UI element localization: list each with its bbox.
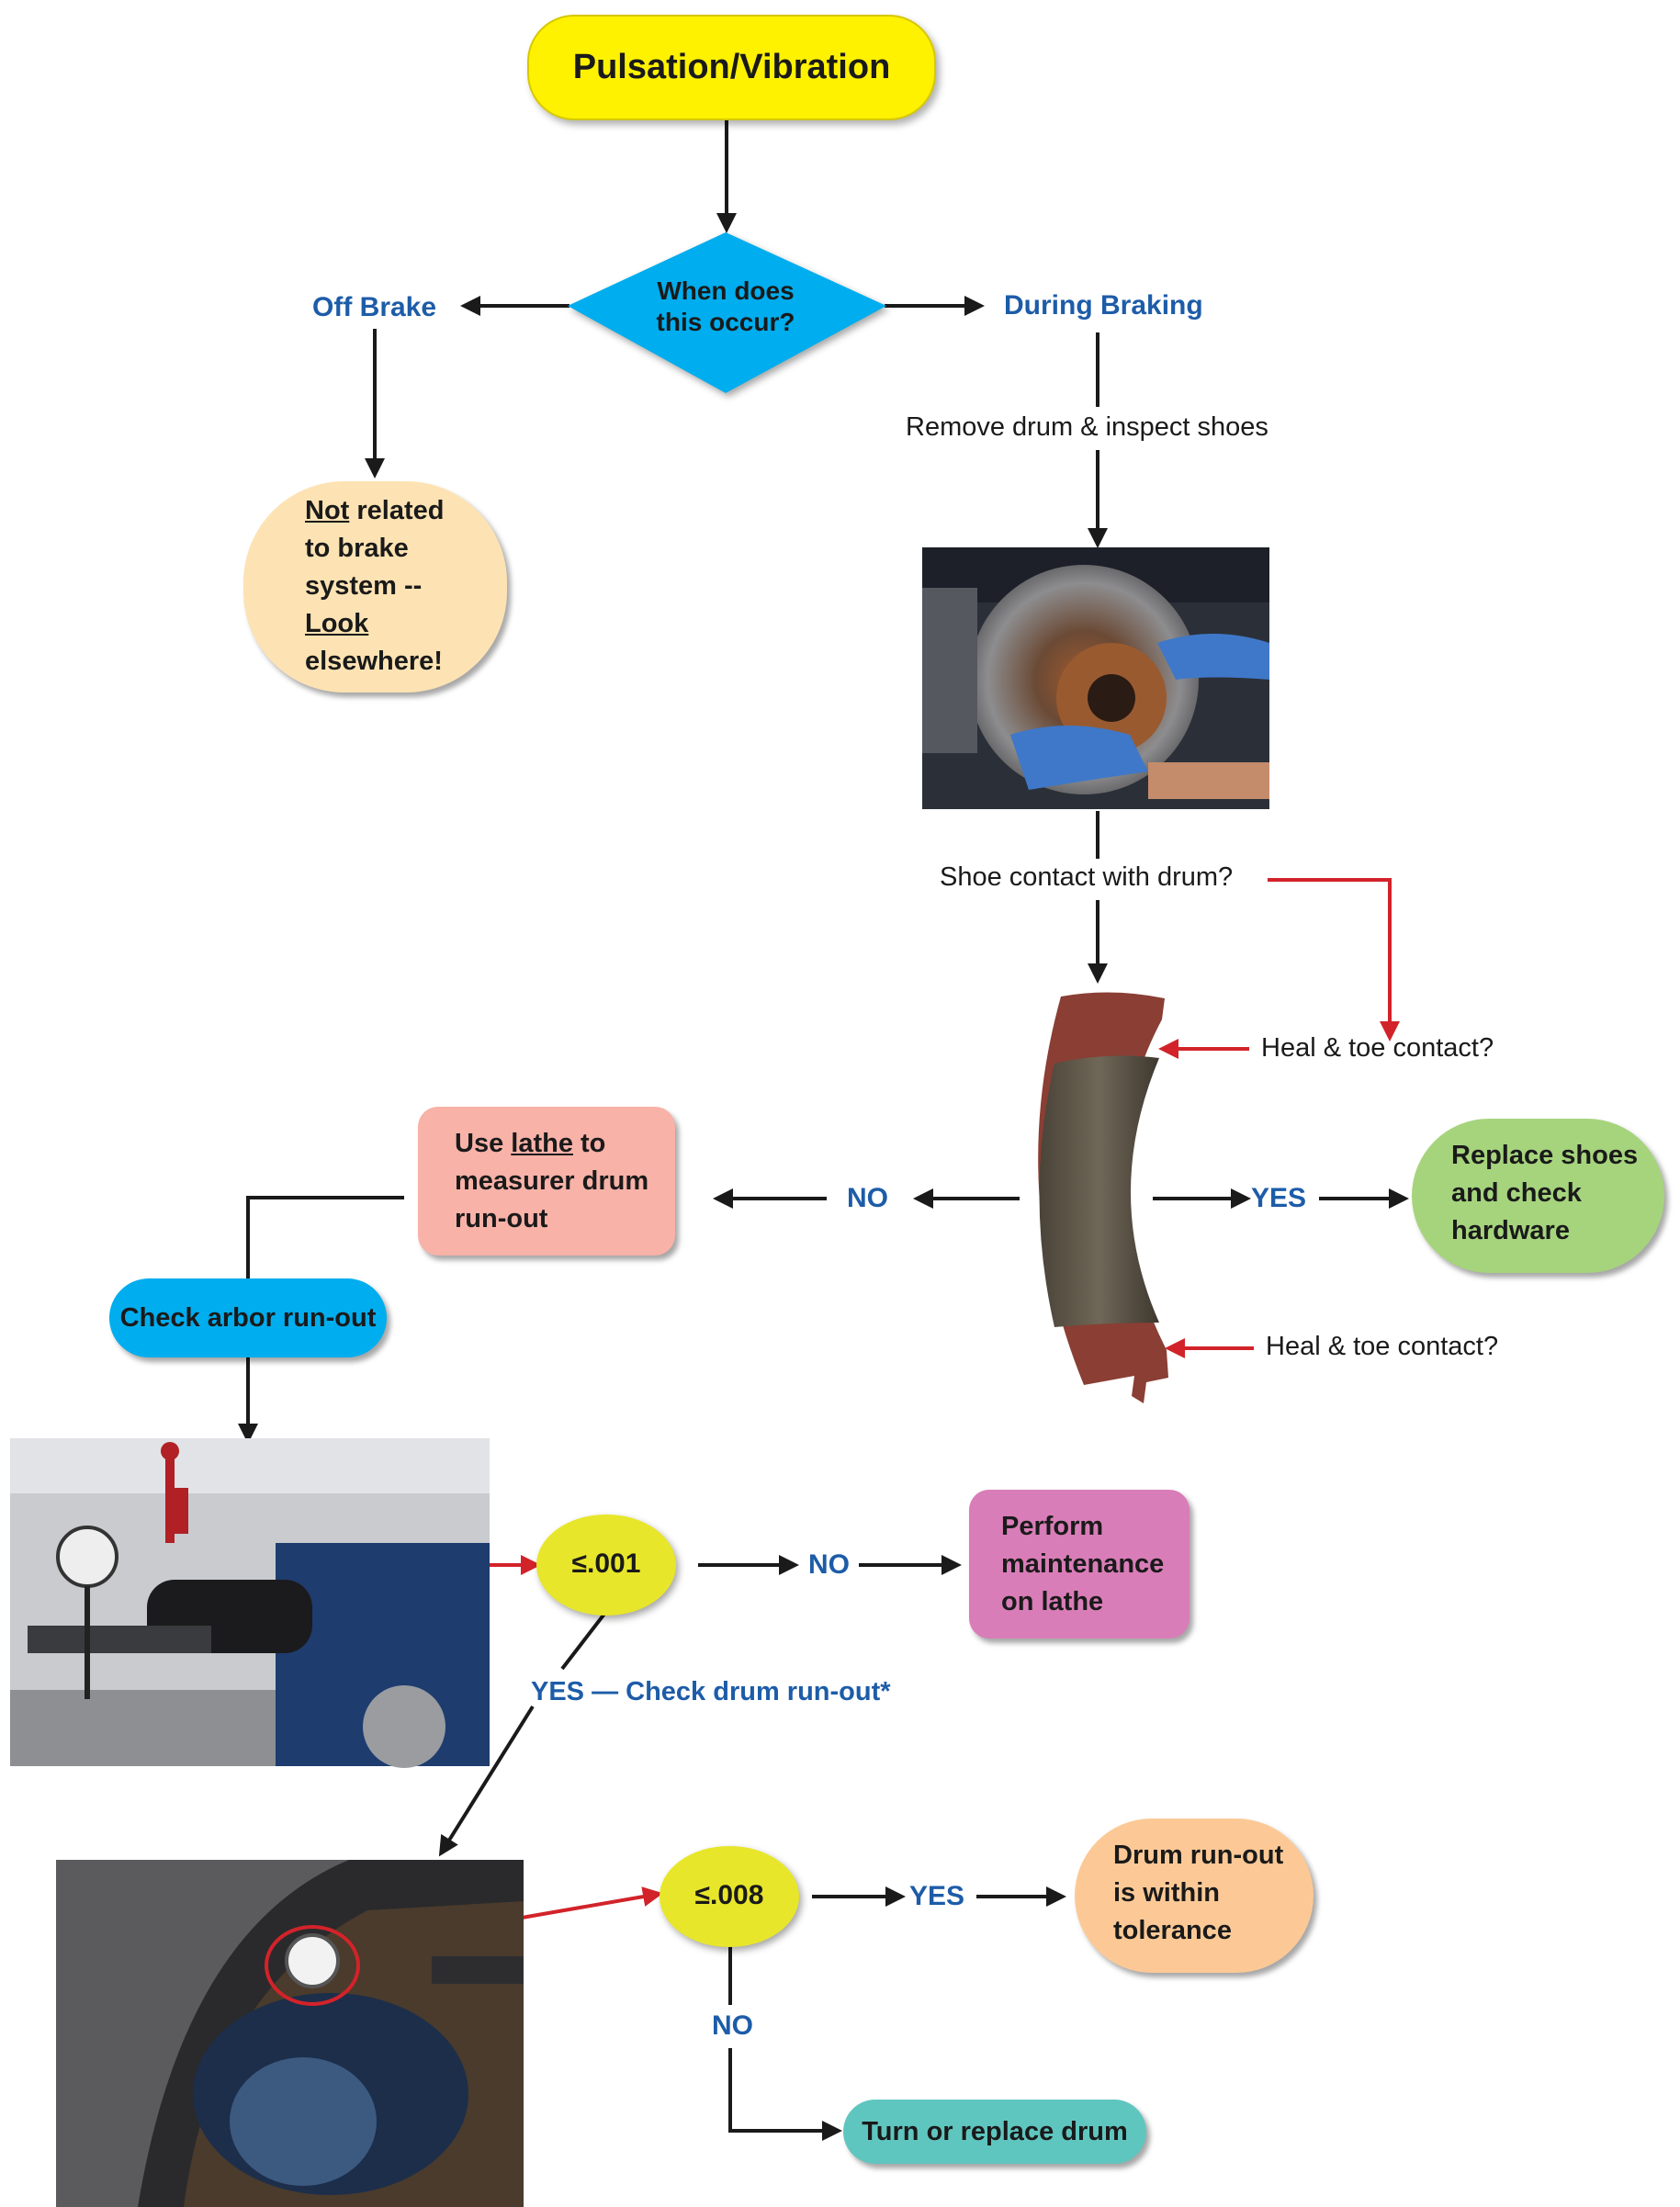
decision-line-1: When does bbox=[657, 276, 795, 305]
within-tolerance-node: Drum run-out is within tolerance bbox=[1075, 1819, 1314, 1973]
related-word: related bbox=[349, 496, 445, 525]
le001-label: ≤.001 bbox=[571, 1548, 641, 1579]
remove-drum-label: Remove drum & inspect shoes bbox=[906, 412, 1268, 442]
within-line-2: is within bbox=[1113, 1878, 1220, 1908]
le001-node bbox=[536, 1514, 676, 1616]
use-lathe-node: Use lathe to measurer drum run-out bbox=[418, 1107, 675, 1256]
replace-shoes-node: Replace shoes and check hardware bbox=[1412, 1119, 1664, 1273]
use-word: Use bbox=[455, 1129, 512, 1158]
arrow-no-to-turn bbox=[728, 2048, 842, 2141]
arrow-contact-to-heal bbox=[1268, 878, 1400, 1042]
arrow-yes-to-photo2 bbox=[438, 1705, 535, 1857]
decision-label: When does this occur? bbox=[634, 276, 817, 338]
check-arbor-node: Check arbor run-out bbox=[109, 1278, 387, 1357]
drum-inspection-photo bbox=[922, 547, 1269, 809]
black-connectors bbox=[238, 119, 1409, 2141]
drum-runout-photo bbox=[56, 1860, 524, 2207]
red-connectors bbox=[107, 878, 1400, 1947]
within-line-1: Drum run-out bbox=[1113, 1841, 1284, 1870]
lathe-arbor-photo bbox=[10, 1438, 490, 1768]
replace-shoes-line-3: hardware bbox=[1451, 1216, 1570, 1245]
use-lathe-line-3: run-out bbox=[455, 1204, 548, 1233]
title-node bbox=[527, 15, 936, 120]
not-related-line-4: Look bbox=[305, 609, 369, 638]
not-related-line-5: elsewhere! bbox=[305, 647, 443, 676]
yes-check-drum-label: YES — Check drum run-out* bbox=[531, 1677, 891, 1706]
heal-toe-top-label: Heal & toe contact? bbox=[1261, 1033, 1494, 1063]
le008-label: ≤.008 bbox=[694, 1880, 764, 1910]
perform-maintenance-node: Perform maintenance on lathe bbox=[969, 1490, 1190, 1638]
not-word: Not bbox=[305, 496, 350, 525]
no-shoe-label: NO bbox=[847, 1183, 888, 1213]
not-related-line-3: system -- bbox=[305, 571, 423, 601]
turn-replace-node: Turn or replace drum bbox=[843, 2100, 1146, 2164]
title-label: Pulsation/Vibration bbox=[572, 48, 891, 86]
yes-drum-label: YES bbox=[909, 1881, 965, 1911]
replace-shoes-line-2: and check bbox=[1451, 1178, 1582, 1208]
to-word: to bbox=[572, 1129, 606, 1158]
off-brake-label: Off Brake bbox=[312, 292, 437, 322]
not-related-line-2: to brake bbox=[305, 534, 409, 563]
during-braking-label: During Braking bbox=[1004, 290, 1203, 321]
perform-line-2: maintenance bbox=[1001, 1549, 1165, 1579]
not-related-node: Not related to brake system -- Look else… bbox=[243, 481, 507, 693]
yes-shoe-label: YES bbox=[1251, 1183, 1307, 1213]
line-lathe-to-arbor bbox=[246, 1196, 404, 1278]
use-lathe-line-2: measurer drum bbox=[455, 1166, 649, 1196]
within-line-3: tolerance bbox=[1113, 1916, 1232, 1945]
shoe-contact-label: Shoe contact with drum? bbox=[940, 862, 1234, 892]
perform-line-1: Perform bbox=[1001, 1512, 1104, 1541]
le008-node bbox=[660, 1846, 799, 1947]
perform-line-3: on lathe bbox=[1001, 1587, 1104, 1616]
decision-diamond bbox=[568, 232, 886, 393]
no-lathe-label: NO bbox=[808, 1549, 850, 1580]
replace-shoes-line-1: Replace shoes bbox=[1451, 1141, 1639, 1170]
no-drum-label: NO bbox=[712, 2010, 753, 2041]
lathe-word: lathe bbox=[511, 1129, 573, 1158]
decision-line-2: this occur? bbox=[656, 308, 795, 336]
line-001-down bbox=[560, 1607, 610, 1671]
heal-toe-bottom-label: Heal & toe contact? bbox=[1266, 1332, 1499, 1361]
brake-shoe-illustration bbox=[1038, 992, 1168, 1403]
